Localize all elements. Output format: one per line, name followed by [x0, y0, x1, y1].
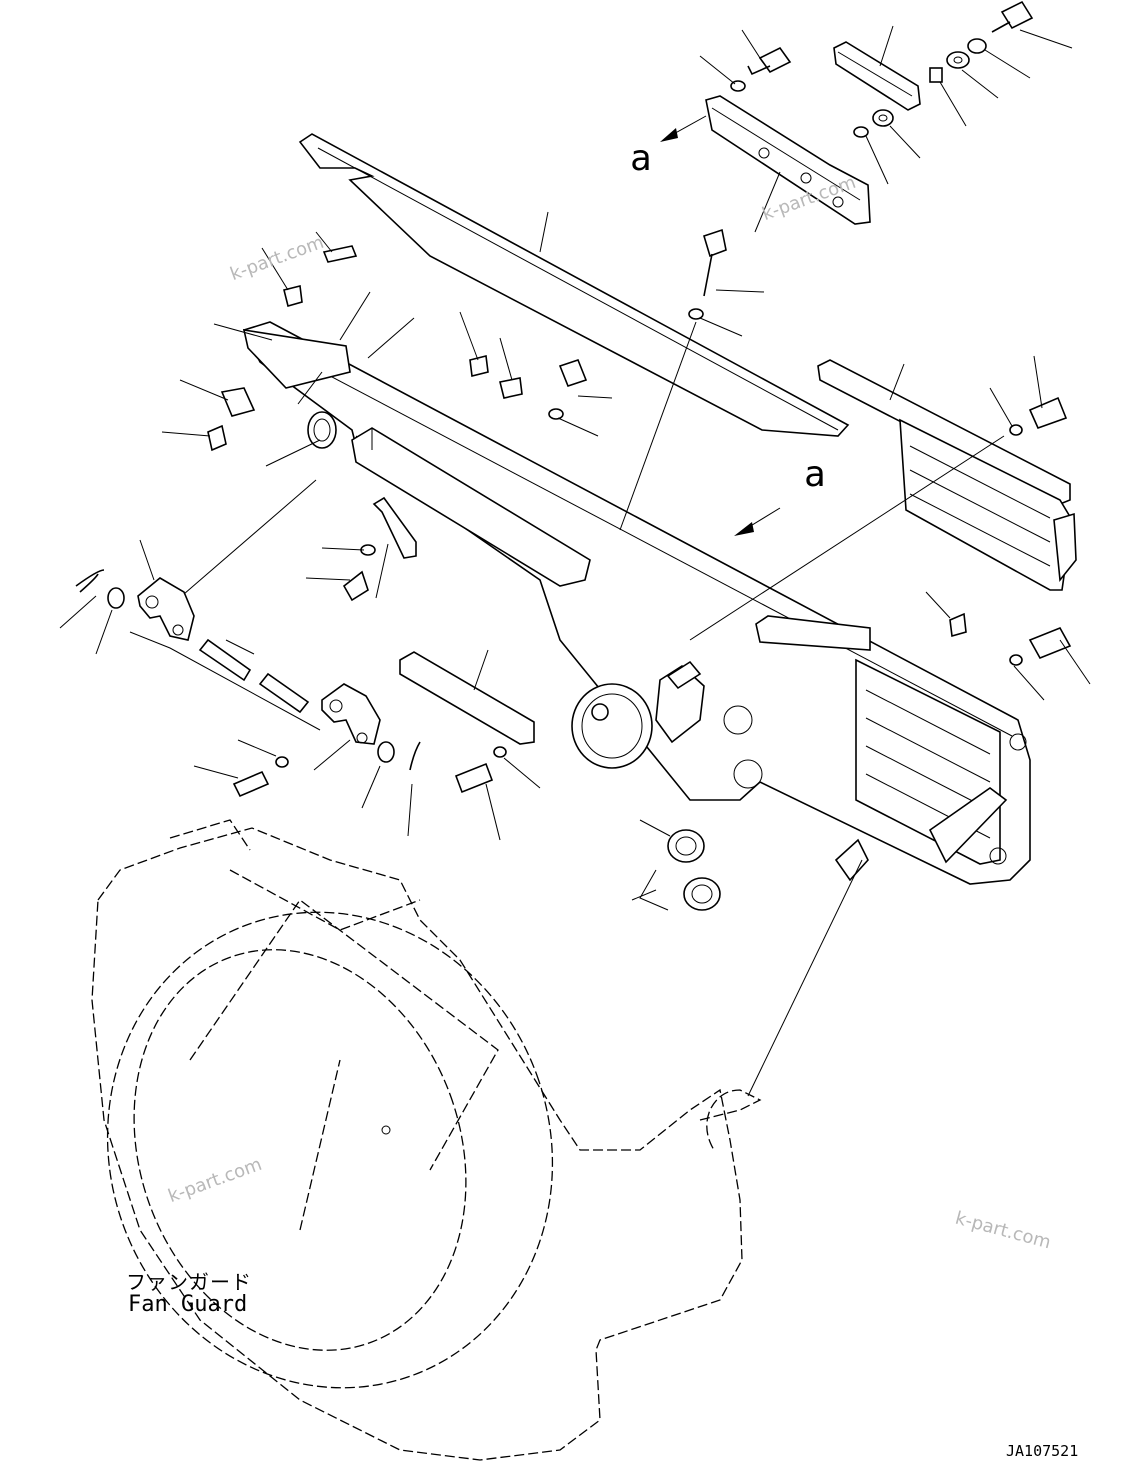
callout-a-mid: a — [804, 454, 826, 495]
callout-a-top: a — [630, 138, 652, 179]
grommets — [631, 819, 721, 911]
top-bracket-assembly — [660, 0, 1073, 233]
left-hinge-assembly — [59, 479, 421, 837]
right-louver-duct — [817, 359, 1077, 591]
upper-strip-plate — [298, 133, 850, 437]
left-front-parts — [161, 228, 1091, 701]
fan-guard-outline — [91, 819, 863, 1461]
fan-guard-label-en: Fan Guard — [128, 1292, 248, 1317]
drawing-number: JA107521 — [1006, 1442, 1079, 1460]
fan-guard-label-jp: ファンガード — [126, 1270, 252, 1294]
main-frame-beam — [242, 321, 1031, 885]
lower-side-cover — [399, 649, 541, 841]
